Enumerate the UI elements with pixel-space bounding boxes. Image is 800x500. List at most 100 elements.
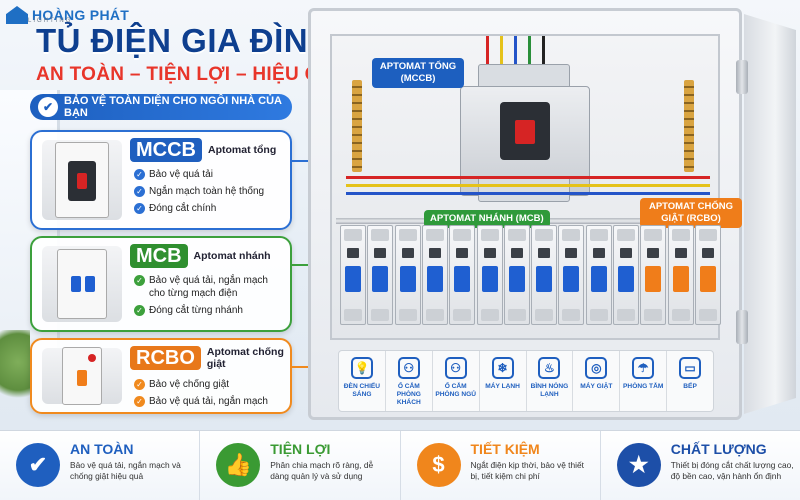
page-title: TỦ ĐIỆN GIA ĐÌNH [36,22,333,59]
mccb-switch[interactable] [515,120,535,144]
mcb-breaker[interactable] [503,225,530,325]
busbar-right [684,80,694,172]
check-icon: ✓ [134,396,145,407]
benefit-safety: ✔ AN TOÀN Bảo vệ quá tải, ngắn mạch và c… [0,431,201,500]
mcb-device-icon [57,249,107,319]
hinge [736,310,748,344]
busbar-left [352,80,362,172]
wire [346,192,710,195]
check-icon: ✓ [134,169,145,180]
mcb-breaker[interactable] [367,225,394,325]
list-item: ✓Đóng cắt từng nhánh [134,304,284,317]
label-mccb: APTOMAT TỔNG (MCCB) [372,58,464,88]
room-washing-machine: ◎MÁY GIẶT [573,351,621,411]
benefit-title: CHẤT LƯỢNG [670,441,767,457]
mccb-image [42,140,122,220]
water-heater-icon: ♨ [538,357,561,379]
quality-badge-icon: ★ [616,443,661,487]
check-icon: ✓ [134,203,145,214]
page-subtitle: AN TOÀN – TIỆN LỢI – HIỆU QUẢ [36,64,348,85]
cabinet-door [744,14,796,414]
benefit-title: TIẾT KIỆM [470,441,540,457]
device-name: Aptomat tổng [208,144,277,156]
ribbon-text: BẢO VỆ TOÀN DIỆN CHO NGÔI NHÀ CỦA BẠN [64,95,282,119]
mcb-breaker[interactable] [613,225,639,325]
list-item: ✓Bảo vệ quá tải [134,168,284,181]
background-plant [0,330,30,410]
device-card-rcbo: RCBO Aptomat chống giật ✓Bảo vệ chống gi… [30,338,292,414]
feature-list: ✓Bảo vệ quá tải ✓Ngắn mạch toàn hệ thống… [134,168,284,219]
shield-check-icon: ✔ [16,443,60,487]
room-water-heater: ♨BÌNH NÓNG LẠNH [527,351,574,411]
benefit-desc: Bảo vệ quá tải, ngắn mạch và chống giật … [70,460,181,481]
benefits-footer: ✔ AN TOÀN Bảo vệ quá tải, ngắn mạch và c… [0,430,800,500]
wire [346,176,710,179]
room-air-conditioner: ❄MÁY LẠNH [480,351,527,411]
benefit-convenience: 👍 TIỆN LỢI Phân chia mạch rõ ràng, dễ dà… [200,431,401,500]
rcbo-breaker[interactable] [667,225,694,325]
rcbo-breaker[interactable] [694,225,721,325]
rcbo-image [42,347,122,405]
shower-icon: ☂ [632,357,655,379]
room-living-outlet: ⚇Ổ CẮM PHÒNG KHÁCH [386,351,433,411]
wire [346,184,710,187]
mcb-breaker[interactable] [558,225,585,325]
rcbo-breaker[interactable] [640,225,667,325]
label-mcb: APTOMAT NHÁNH (MCB) [424,210,550,228]
brand-tagline: LIGHTING [28,18,73,24]
mcb-breaker[interactable] [476,225,503,325]
list-item: ✓Bảo vệ quá tải, ngắn mạch [134,395,284,408]
benefit-desc: Thiết bị đóng cắt chất lượng cao, độ bền… [670,460,794,481]
benefit-desc: Ngắt điện kịp thời, bảo vệ thiết bị, tiế… [470,460,585,481]
wire [542,36,545,66]
room-lighting: 💡ĐÈN CHIẾU SÁNG [339,351,386,411]
piggy-bank-icon: $ [416,443,461,487]
circuit-room-strip: 💡ĐÈN CHIẾU SÁNG ⚇Ổ CẮM PHÒNG KHÁCH ⚇Ổ CẮ… [338,350,714,412]
benefit-title: TIỆN LỢI [270,441,331,457]
hinge [736,60,748,94]
mcb-image [42,246,122,322]
benefit-desc: Phân chia mạch rõ ràng, dễ dàng quản lý … [270,460,374,481]
device-name: Aptomat nhánh [193,250,271,262]
outlet-icon: ⚇ [444,357,467,379]
list-item: ✓Ngắn mạch toàn hệ thống [134,185,284,198]
device-card-mccb: MCCB Aptomat tổng ✓Bảo vệ quá tải ✓Ngắn … [30,130,292,230]
mcb-breaker[interactable] [449,225,476,325]
wire [514,36,517,66]
lightbulb-icon: 💡 [350,357,373,379]
house-icon [6,6,28,24]
check-icon: ✓ [134,186,145,197]
washing-machine-icon: ◎ [585,357,608,379]
mccb-bottom-terminal [478,176,570,202]
benefit-title: AN TOÀN [70,441,134,457]
check-icon: ✓ [134,305,145,316]
device-card-mcb: MCB Aptomat nhánh ✓Bảo vệ quá tải, ngắn … [30,236,292,332]
check-icon: ✓ [134,275,145,286]
mcb-breaker[interactable] [421,225,448,325]
brand-name: HOÀNG PHÁT [32,7,130,23]
device-badge: MCCB [130,138,202,162]
feature-list: ✓Bảo vệ quá tải, ngắn mạch cho từng mạch… [134,274,284,321]
feature-list: ✓Bảo vệ chống giật ✓Bảo vệ quá tải, ngắn… [134,378,284,412]
check-icon: ✓ [134,379,145,390]
mcb-breaker[interactable] [340,225,366,325]
list-item: ✓Bảo vệ quá tải, ngắn mạch cho từng mạch… [134,274,284,300]
list-item: ✓Bảo vệ chống giật [134,378,284,391]
mcb-breaker[interactable] [394,225,421,325]
mcb-breaker[interactable] [585,225,612,325]
rcbo-device-icon [62,347,102,405]
air-conditioner-icon: ❄ [491,357,514,379]
thumbs-up-icon: 👍 [216,443,261,487]
label-rcbo: APTOMAT CHỐNG GIẬT (RCBO) [640,198,742,228]
outlet-icon: ⚇ [397,357,420,379]
device-badge: RCBO [130,346,201,370]
brand-logo: HOÀNG PHÁT [6,6,129,24]
mcb-breaker[interactable] [531,225,558,325]
list-item: ✓Đóng cắt chính [134,202,284,215]
wire [528,36,531,66]
wire [500,36,503,66]
benefit-quality: ★ CHẤT LƯỢNG Thiết bị đóng cắt chất lượn… [601,431,800,500]
mccb-device-icon [55,142,109,218]
benefit-savings: $ TIẾT KIỆM Ngắt điện kịp thời, bảo vệ t… [401,431,601,500]
shield-check-icon: ✔ [38,97,58,117]
